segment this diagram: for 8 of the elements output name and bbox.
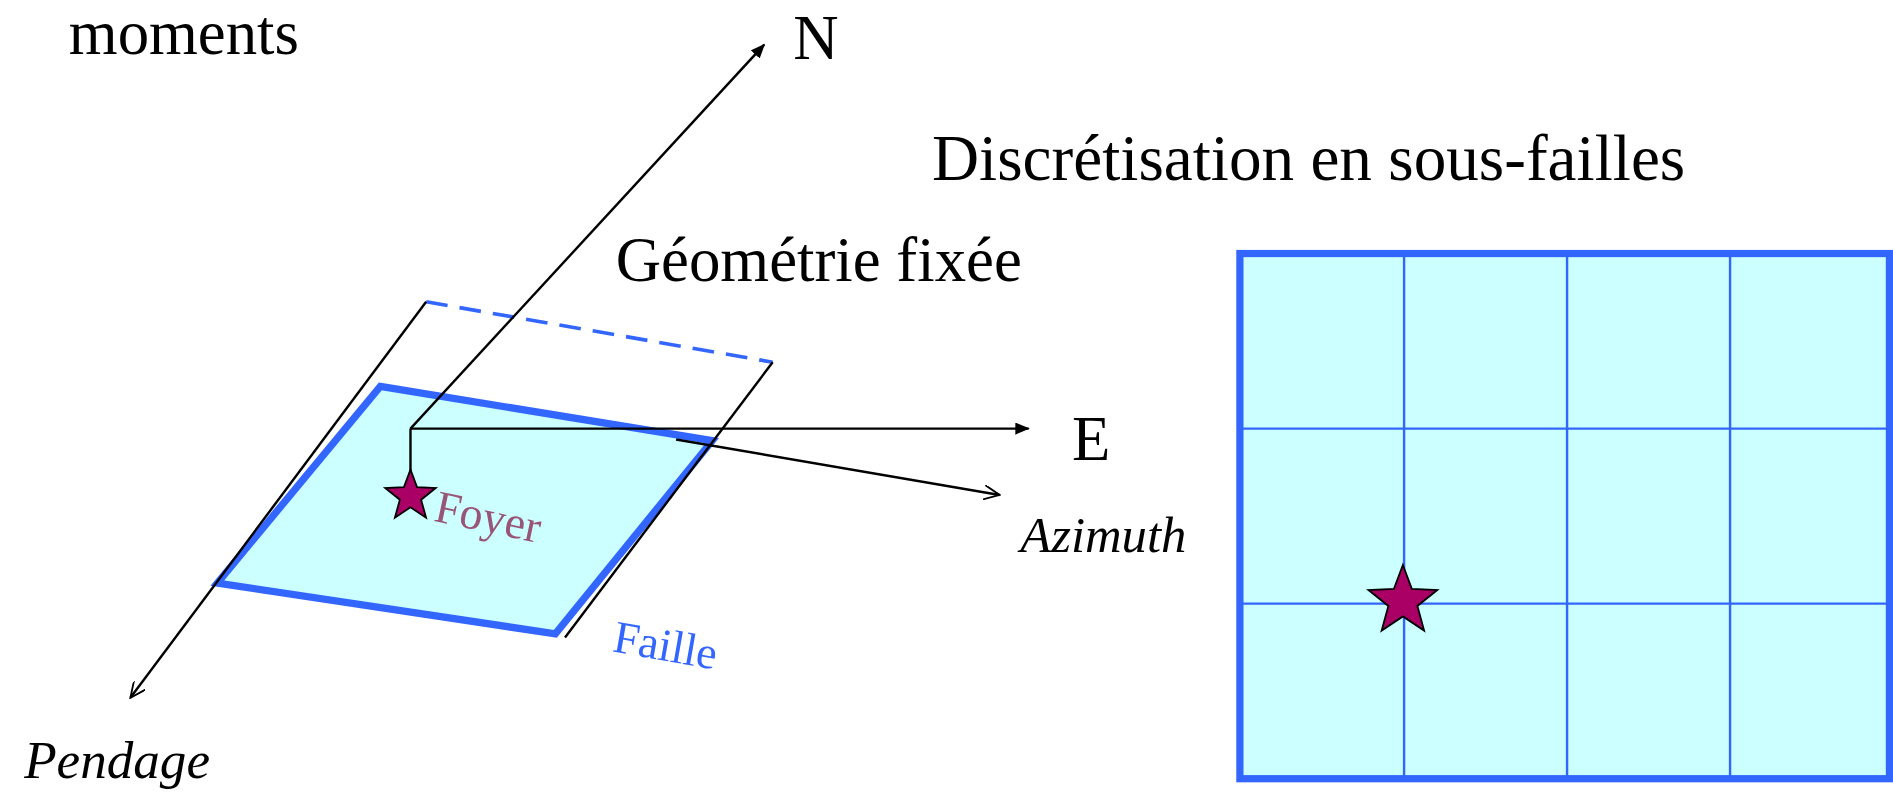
heading: Géométrie fixée [615,229,1022,293]
axis-label: Pendage [24,734,210,788]
axis-label: E [1072,408,1111,471]
heading: moments [68,2,299,66]
fault-label: Faille [610,613,722,677]
heading: Discrétisation en sous-failles [932,125,1686,191]
focus-label: Foyer [431,482,546,551]
axis-label: N [793,7,839,70]
